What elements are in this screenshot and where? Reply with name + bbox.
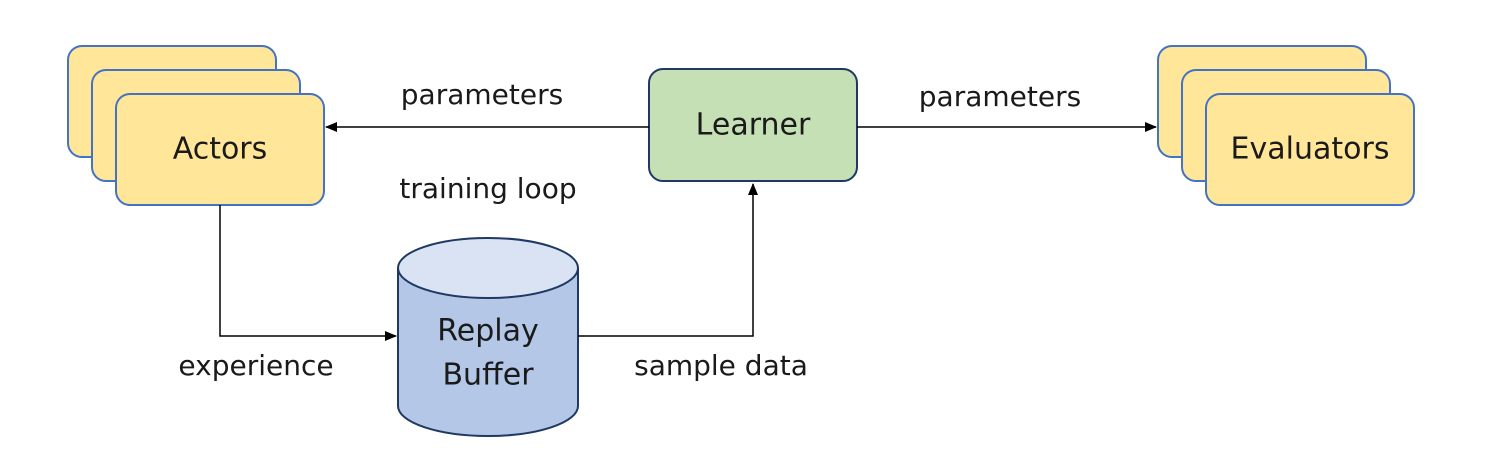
replay-buffer-top — [397, 237, 579, 299]
buffer-to-learner-arrow — [578, 183, 758, 337]
evaluators-card-front — [1205, 93, 1415, 206]
learner-label: Learner — [696, 108, 811, 143]
learner-box — [648, 68, 858, 182]
replay-buffer-label-line2: Buffer — [442, 358, 534, 393]
actors-stack: Actors — [67, 45, 325, 206]
evaluators-label: Evaluators — [1231, 132, 1390, 167]
learner-to-evaluators-label: parameters — [919, 80, 1081, 113]
replay-buffer-label-line1: Replay — [437, 314, 538, 349]
actors-label: Actors — [173, 132, 268, 167]
training-loop-label: training loop — [399, 172, 576, 205]
actors-to-buffer-arrow — [219, 205, 397, 341]
actors-to-buffer-label: experience — [178, 349, 333, 382]
buffer-to-learner-label: sample data — [634, 349, 808, 382]
learner-node: Learner — [648, 68, 858, 182]
learner-to-actors-label: parameters — [401, 78, 563, 111]
replay-buffer-body — [397, 268, 579, 437]
replay-buffer-cylinder: Replay Buffer — [397, 237, 579, 437]
evaluators-stack: Evaluators — [1157, 45, 1415, 206]
